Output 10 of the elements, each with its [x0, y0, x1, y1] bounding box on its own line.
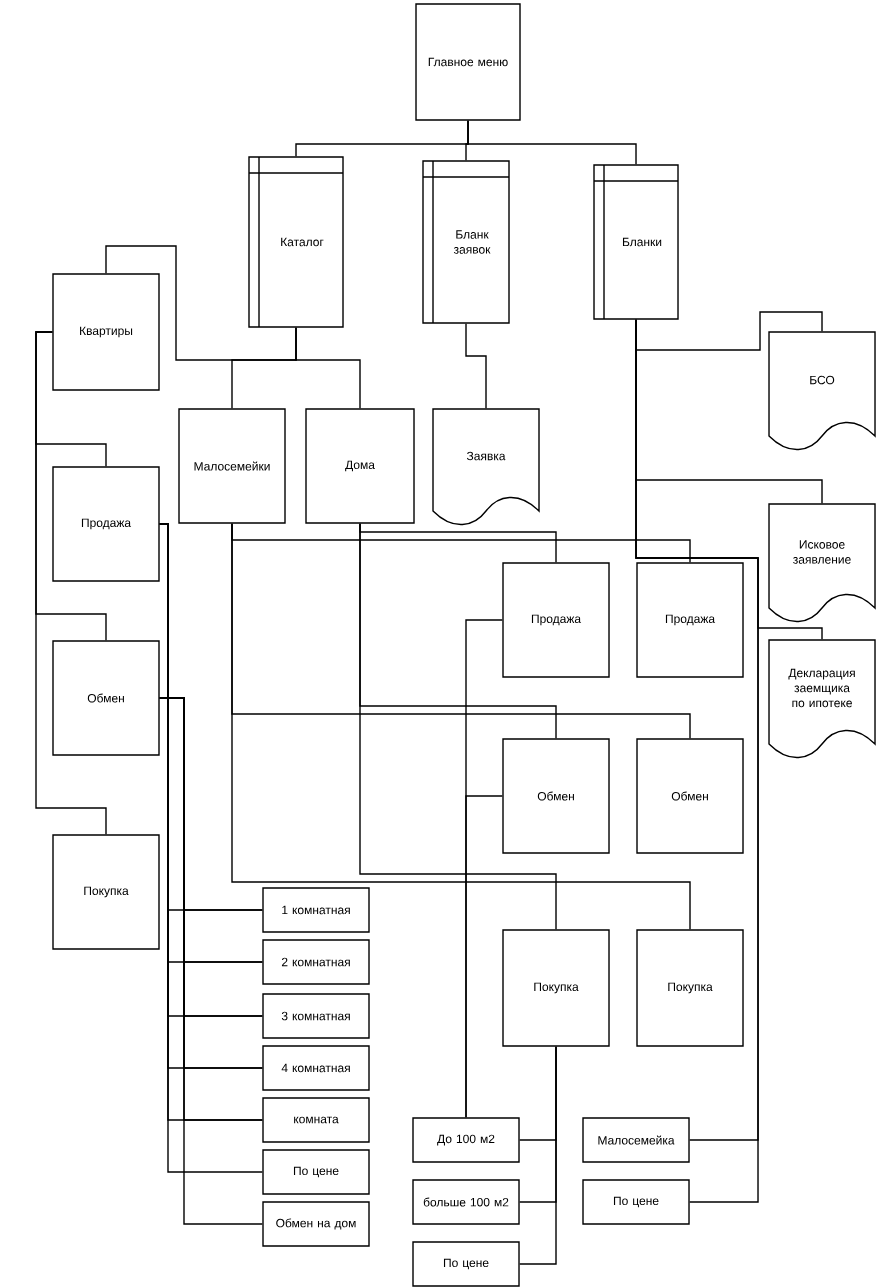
connector [295, 327, 361, 409]
connector [231, 523, 691, 930]
connector [359, 523, 557, 930]
connector [465, 323, 487, 409]
connector [467, 120, 637, 165]
connector [159, 697, 263, 1225]
connector [519, 1046, 557, 1265]
connector [35, 331, 107, 835]
connector [635, 311, 823, 351]
connector [465, 795, 503, 1118]
